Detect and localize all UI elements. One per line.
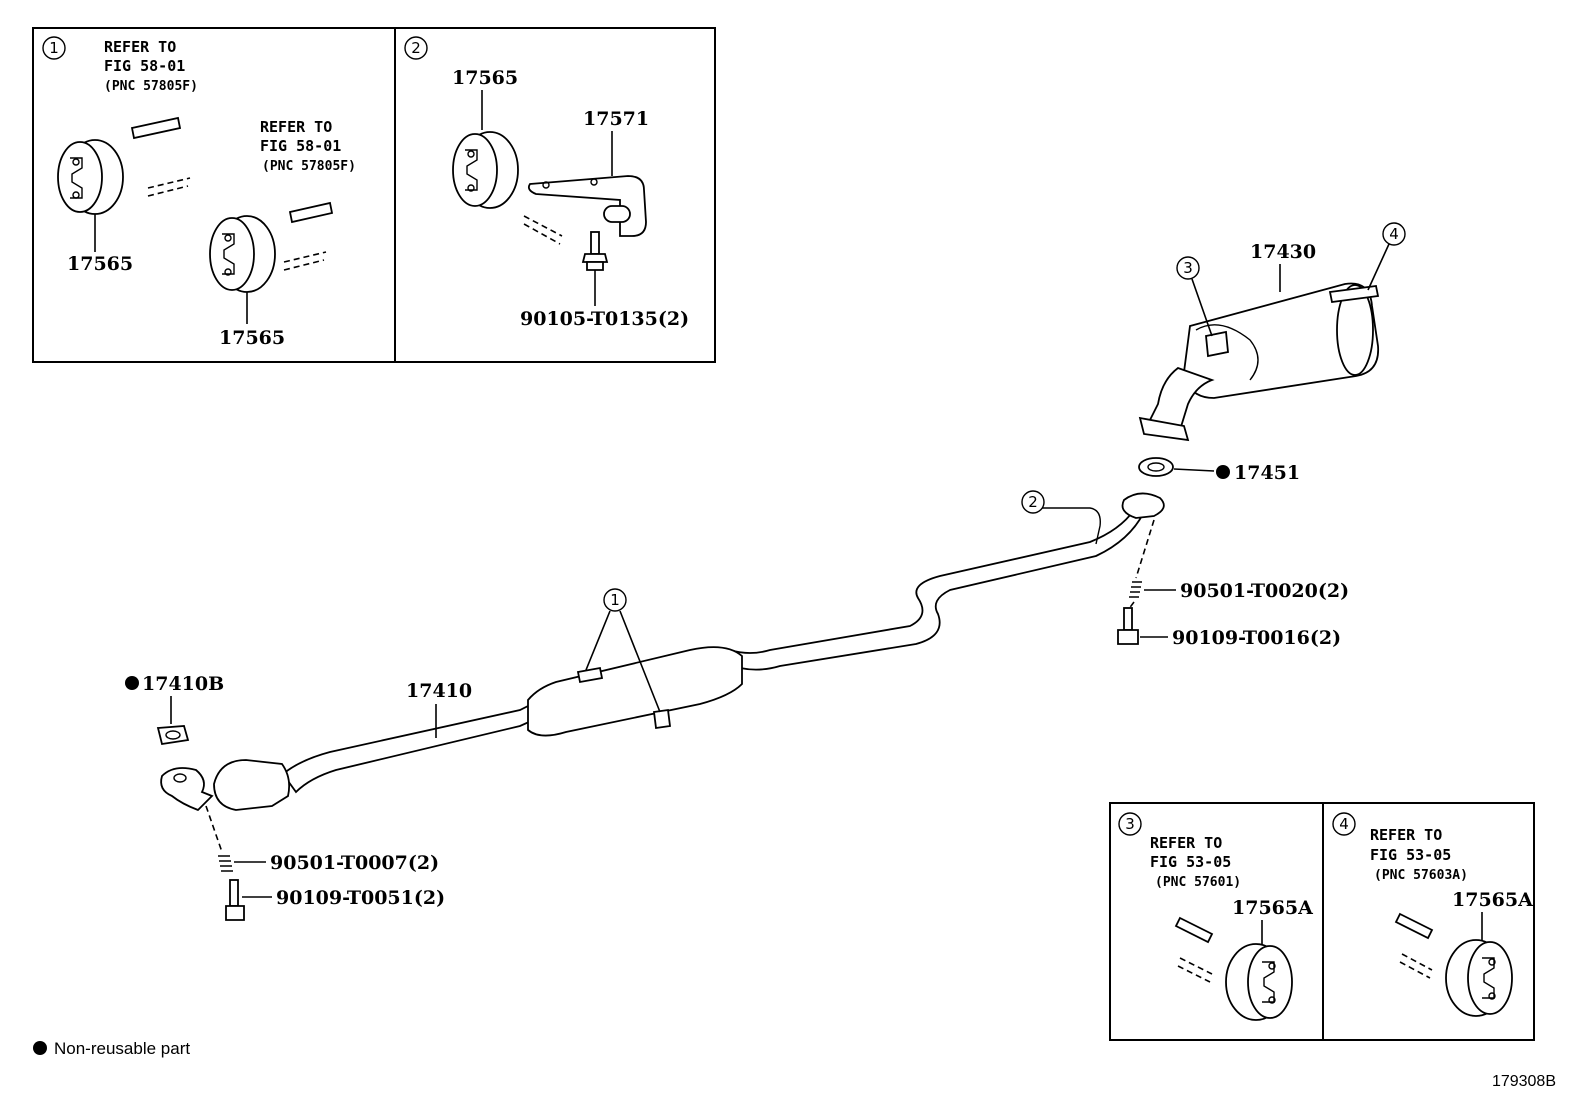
rear-gasket-label: 17451 [1234,462,1300,484]
leader-line [619,610,661,713]
front-bolt-label: 90109-T0051(2) [276,887,445,909]
non-reusable-dot-icon [125,676,139,690]
inset-2: 2 17565 17571 90105-T0135(2) [394,27,716,363]
center-resonator [527,646,743,737]
inset-3-callout-number: 3 [1125,815,1135,833]
callout-1-number: 1 [610,591,620,609]
pin-dashed [523,215,563,237]
pipe-hanger [576,666,604,684]
inset-1-refer-b-line1: REFER TO [260,118,332,136]
pipe-bracket [1042,507,1101,545]
inset-4-refer-line1: REFER TO [1370,826,1442,844]
hanger-pin-icon [130,116,191,197]
inset-1: 1 REFER TO FIG 58-01 (PNC 57805F) REFER … [32,27,396,363]
rear-gasket: 17451 [1138,457,1300,484]
catalytic-converter [213,759,291,811]
inset-4-part-label: 17565A [1452,889,1533,911]
legend: Non-reusable part [33,1039,190,1058]
inset-1-part-a-label: 17565 [67,253,133,275]
bolt-icon [1117,607,1139,645]
bolt-icon [225,879,245,921]
inset-2-callout-number: 2 [411,39,421,57]
front-spring-label: 90501-T0007(2) [270,852,439,874]
pipe-rear-flange [1121,492,1165,519]
leader-line [1173,468,1215,472]
rubber-hanger-icon [57,139,124,215]
non-reusable-dot-icon [33,1041,47,1055]
front-gasket-label: 17410B [142,673,224,695]
callout-4-circle [1382,222,1406,246]
front-gasket: 17410B [125,673,224,746]
legend-text: Non-reusable part [54,1039,190,1058]
pin-dashed [1177,965,1211,983]
inset-3: 3 REFER TO FIG 53-05 (PNC 57601) 17565A [1109,802,1324,1041]
hanger-pin-icon [1394,912,1434,940]
rubber-hanger-icon [1445,939,1513,1017]
front-fasteners: 90501-T0007(2) 90109-T0051(2) [205,805,445,921]
inset-4-refer-line2: FIG 53-05 [1370,846,1451,864]
spring-icon [218,855,233,872]
pin-dashed [1399,961,1431,979]
inset-4-callout-number: 4 [1339,815,1349,833]
pipe-hanger [652,708,672,730]
rear-spring-label: 90501-T0020(2) [1180,580,1349,602]
leader-line [1191,278,1213,337]
inset-4-frame [1322,802,1535,1041]
hanger-pin-icon [283,201,334,271]
bolt-icon [581,231,609,271]
muffler-part-label: 17430 [1250,241,1316,263]
pin-dashed [523,223,561,245]
spring-icon [1129,581,1142,598]
callout-3-number: 3 [1183,259,1193,277]
inset-1-refer-a-line2: FIG 58-01 [104,57,185,75]
muffler-hanger-front [1205,330,1229,358]
rubber-hanger-icon [452,131,519,209]
inset-1-callout-circle [42,36,66,60]
pin-dashed [1401,953,1433,971]
inset-4-callout-circle [1332,812,1356,836]
front-pipe-label: 17410 [406,680,472,702]
inset-3-callout-circle [1118,812,1142,836]
exhaust-bracket-icon [527,175,647,237]
rear-fasteners: 90501-T0020(2) 90109-T0016(2) [1117,519,1349,649]
inset-3-refer-line2: FIG 53-05 [1150,853,1231,871]
pipe-front-flange [160,767,214,812]
inset-4: 4 REFER TO FIG 53-05 (PNC 57603A) 17565A [1322,802,1535,1041]
inset-3-refer-line1: REFER TO [1150,834,1222,852]
figure-id: 179308B [1492,1073,1556,1090]
muffler-end [1336,284,1374,376]
callout-3-circle [1176,256,1200,280]
inset-3-part-label: 17565A [1232,897,1313,919]
inset-1-part-b-label: 17565 [219,327,285,349]
inset-2-callout-circle [404,36,428,60]
non-reusable-dot-icon [1216,465,1230,479]
inset-4-refer-line3: (PNC 57603A) [1374,868,1468,883]
rear-muffler-assembly: 17430 3 4 [1138,222,1406,442]
inset-1-callout-number: 1 [49,39,59,57]
leader-line [585,610,611,671]
rubber-hanger-icon [1225,943,1293,1021]
exhaust-pipe [160,492,1165,812]
leader-line [1367,243,1390,291]
inset-3-refer-line3: (PNC 57601) [1155,875,1241,890]
inset-2-bracket-label: 17571 [583,108,649,130]
callout-1-circle [603,588,627,612]
hanger-pin-icon [1174,916,1214,944]
callout-2-number: 2 [1028,493,1038,511]
inset-1-refer-a-line1: REFER TO [104,38,176,56]
inset-2-bolt-label: 90105-T0135(2) [520,308,689,330]
inset-2-hanger-label: 17565 [452,67,518,89]
callout-2-circle [1021,490,1045,514]
inset-2-frame [394,27,716,363]
inset-1-refer-b-line3: (PNC 57805F) [262,159,356,174]
pin-dashed [1179,957,1213,975]
rear-bolt-label: 90109-T0016(2) [1172,627,1341,649]
inset-1-refer-b-line2: FIG 58-01 [260,137,341,155]
muffler-flange [1138,416,1190,442]
rubber-hanger-icon [209,215,276,293]
callout-4-number: 4 [1389,225,1399,243]
muffler-hanger-rear [1328,284,1380,304]
inset-1-refer-a-line3: (PNC 57805F) [104,79,198,94]
